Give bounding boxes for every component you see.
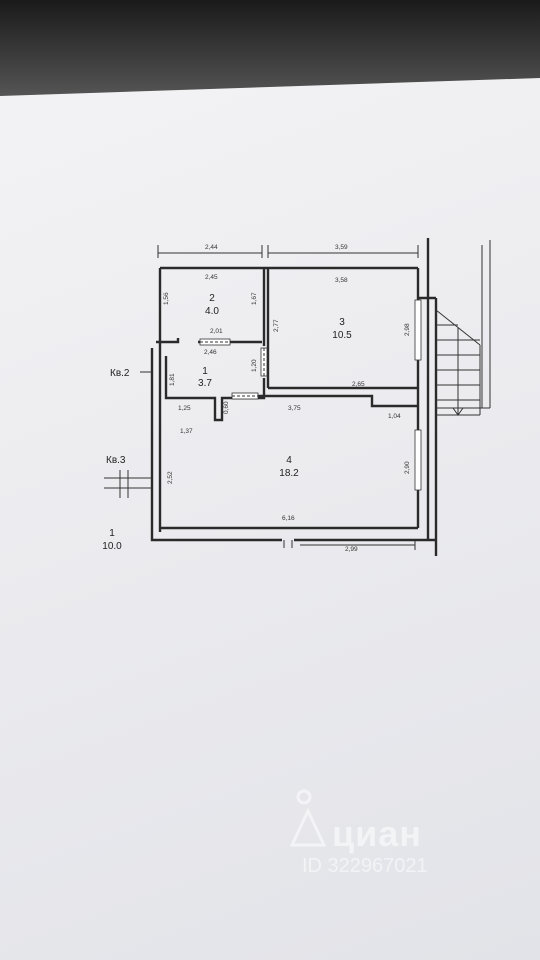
dim-bottom-right: 2,99 — [345, 546, 358, 553]
outside-room-number: 1 — [109, 528, 115, 539]
dim-r2-top: 2,45 — [205, 274, 218, 281]
openings — [199, 299, 422, 491]
entrance-markers — [104, 371, 416, 550]
watermark-brand: циан — [332, 813, 423, 854]
top-dimension-lines — [157, 245, 419, 258]
outside-room-area: 10.0 — [102, 541, 122, 552]
room-4-area: 18.2 — [279, 468, 299, 479]
dim-r1-bottom-1: 1,25 — [178, 405, 191, 412]
dim-r1-top: 2,46 — [204, 349, 217, 356]
dim-r4-bottom: 6,16 — [282, 515, 295, 522]
dim-r1-bottom-2: 0,60 — [223, 401, 230, 414]
stairs — [435, 240, 491, 416]
location-pin-icon — [290, 789, 326, 847]
room-4-number: 4 — [286, 455, 292, 466]
dim-r3-right: 2,98 — [404, 323, 411, 336]
dim-r3-top: 3,58 — [335, 277, 348, 284]
dim-r3-bottom: 2,65 — [352, 381, 365, 388]
dim-r2-left: 1,56 — [163, 292, 170, 305]
dim-r4-top-right: 1,04 — [388, 413, 401, 420]
dim-r1-right: 1,20 — [251, 359, 258, 372]
dim-r2-right: 1,67 — [251, 292, 258, 305]
dim-r4-top: 3,75 — [288, 405, 301, 412]
room-3-area: 10.5 — [332, 330, 352, 341]
dim-top-left: 2,44 — [205, 244, 218, 251]
dim-top-right: 3,59 — [335, 244, 348, 251]
watermark-id: ID 322967021 — [302, 855, 428, 877]
label-kv2: Кв.2 — [110, 368, 130, 379]
room-1-number: 1 — [202, 366, 208, 377]
room-3-number: 3 — [339, 317, 345, 328]
room-1-area: 3.7 — [198, 378, 212, 389]
paper-sheet — [0, 78, 540, 960]
dim-r2-bottom: 2,01 — [210, 328, 223, 335]
dim-r3-left: 2,77 — [273, 319, 280, 332]
dim-r1-bottom-3: 1,37 — [180, 428, 193, 435]
label-kv3: Кв.3 — [106, 455, 126, 466]
dim-r1-left: 1,81 — [169, 373, 176, 386]
room-2-area: 4.0 — [205, 306, 219, 317]
walls — [150, 238, 438, 556]
dim-r4-left: 2,52 — [167, 471, 174, 484]
dim-r4-right: 2,90 — [404, 461, 411, 474]
room-2-number: 2 — [209, 293, 215, 304]
background-dark — [0, 0, 540, 96]
